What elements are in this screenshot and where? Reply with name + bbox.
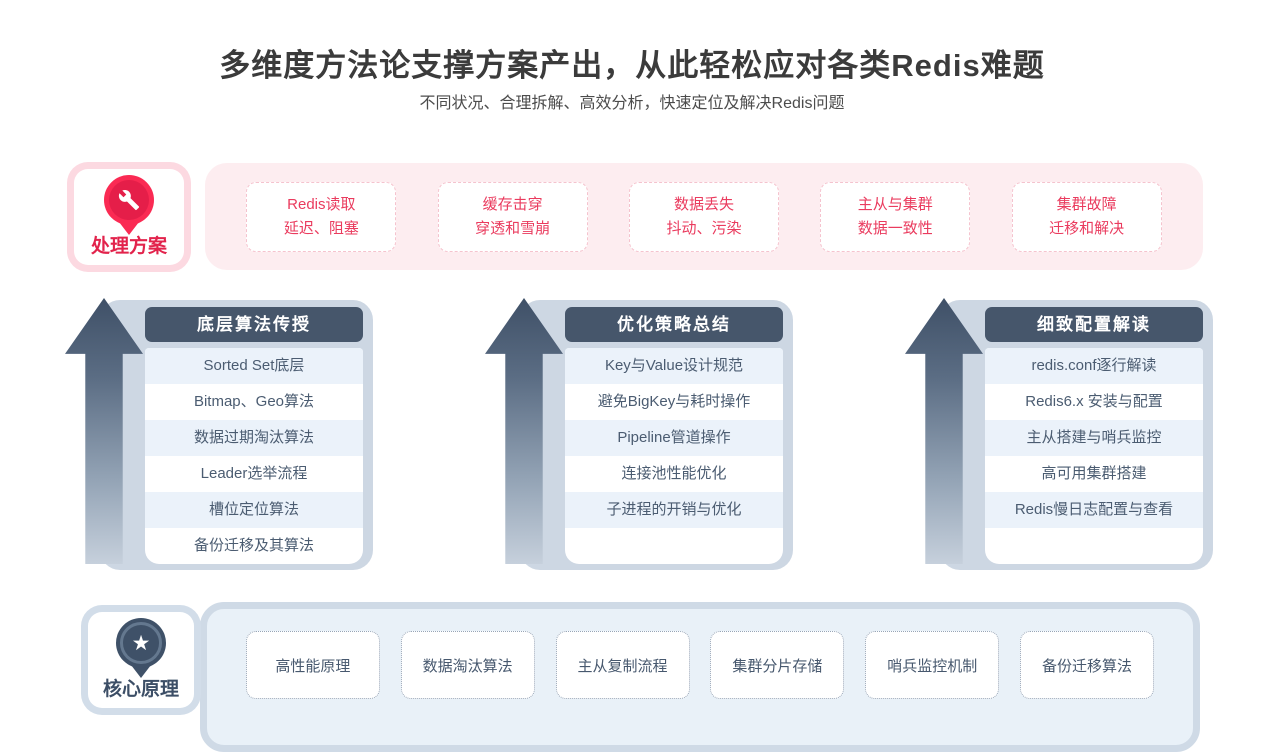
pin-circle: [104, 175, 154, 225]
star-pin-icon: ★: [116, 618, 166, 678]
list-item: Redis6.x 安装与配置: [1025, 393, 1163, 410]
principle-card: 主从复制流程: [555, 631, 690, 699]
solutions-panel: Redis读取 延迟、阻塞 缓存击穿 穿透和雪崩 数据丢失 抖动、污染 主从与集…: [205, 163, 1203, 270]
list-item: 连接池性能优化: [621, 465, 727, 482]
list-item: 子进程的开销与优化: [565, 492, 783, 528]
pin-circle: ★: [116, 618, 166, 668]
solution-card: 集群故障 迁移和解决: [1011, 181, 1162, 252]
solution-card: 主从与集群 数据一致性: [820, 181, 971, 252]
principles-label: 核心原理: [102, 679, 179, 700]
solution-card-line: 迁移和解决: [1049, 219, 1125, 237]
list-item: Key与Value设计规范: [565, 348, 783, 384]
methodology-column-algorithms: 底层算法传授 Sorted Set底层 Bitmap、Geo算法 数据过期淘汰算…: [65, 295, 373, 575]
solutions-label: 处理方案: [90, 236, 167, 257]
pin-inner: [109, 180, 149, 220]
column-header: 优化策略总结: [565, 307, 783, 342]
list-item: Bitmap、Geo算法: [193, 393, 315, 410]
principle-card: 数据淘汰算法: [400, 631, 535, 699]
pin-tip: [131, 665, 151, 678]
list-item: Sorted Set底层: [145, 348, 363, 384]
solution-card-line: 延迟、阻塞: [283, 219, 359, 237]
list-item: Leader选举流程: [200, 465, 308, 482]
solution-card: 数据丢失 抖动、污染: [628, 181, 779, 252]
methodology-column-configuration: 细致配置解读 redis.conf逐行解读 Redis6.x 安装与配置 主从搭…: [905, 295, 1213, 575]
solution-card-line: Redis读取: [287, 195, 356, 213]
solution-card-line: 缓存击穿: [482, 195, 543, 213]
column-list: redis.conf逐行解读 Redis6.x 安装与配置 主从搭建与哨兵监控 …: [985, 348, 1203, 564]
pin-inner: ★: [120, 622, 162, 664]
list-item: 避免BigKey与耗时操作: [597, 393, 751, 410]
methodology-column-optimization: 优化策略总结 Key与Value设计规范 避免BigKey与耗时操作 Pipel…: [485, 295, 793, 575]
principle-card: 备份迁移算法: [1020, 631, 1155, 699]
list-item: Redis慢日志配置与查看: [985, 492, 1203, 528]
pin-tip: [119, 222, 139, 235]
column-list: Sorted Set底层 Bitmap、Geo算法 数据过期淘汰算法 Leade…: [145, 348, 363, 564]
principles-panel: 高性能原理 数据淘汰算法 主从复制流程 集群分片存储 哨兵监控机制 备份迁移算法: [200, 602, 1200, 752]
list-item: 槽位定位算法: [145, 492, 363, 528]
solution-card-line: 主从与集群: [857, 195, 933, 213]
page-title: 多维度方法论支撑方案产出，从此轻松应对各类Redis难题: [219, 48, 1045, 83]
wrench-pin-icon: [104, 175, 154, 235]
list-item: 主从搭建与哨兵监控: [985, 420, 1203, 456]
solution-card-line: 集群故障: [1056, 195, 1117, 213]
wrench-icon: [118, 190, 140, 211]
column-header: 底层算法传授: [145, 307, 363, 342]
solution-card-line: 穿透和雪崩: [475, 219, 551, 237]
list-item: redis.conf逐行解读: [985, 348, 1203, 384]
principle-card: 集群分片存储: [710, 631, 845, 699]
list-item: Pipeline管道操作: [565, 420, 783, 456]
principles-pin-card: ★ 核心原理: [88, 612, 194, 708]
solution-card-line: 数据一致性: [857, 219, 933, 237]
page-subtitle: 不同状况、合理拆解、高效分析，快速定位及解决Redis问题: [419, 95, 845, 112]
list-item: 备份迁移及其算法: [193, 537, 314, 554]
solutions-pin-card: 处理方案: [74, 169, 184, 265]
solution-card-line: 抖动、污染: [666, 219, 742, 237]
column-list: Key与Value设计规范 避免BigKey与耗时操作 Pipeline管道操作…: [565, 348, 783, 564]
list-item: 数据过期淘汰算法: [145, 420, 363, 456]
solution-card: Redis读取 延迟、阻塞: [246, 181, 397, 252]
column-header: 细致配置解读: [985, 307, 1203, 342]
solution-card-line: 数据丢失: [673, 195, 734, 213]
list-item: 高可用集群搭建: [1041, 465, 1147, 482]
principle-card: 哨兵监控机制: [865, 631, 1000, 699]
star-icon: ★: [131, 631, 151, 655]
principle-card: 高性能原理: [245, 631, 380, 699]
solution-card: 缓存击穿 穿透和雪崩: [437, 181, 588, 252]
